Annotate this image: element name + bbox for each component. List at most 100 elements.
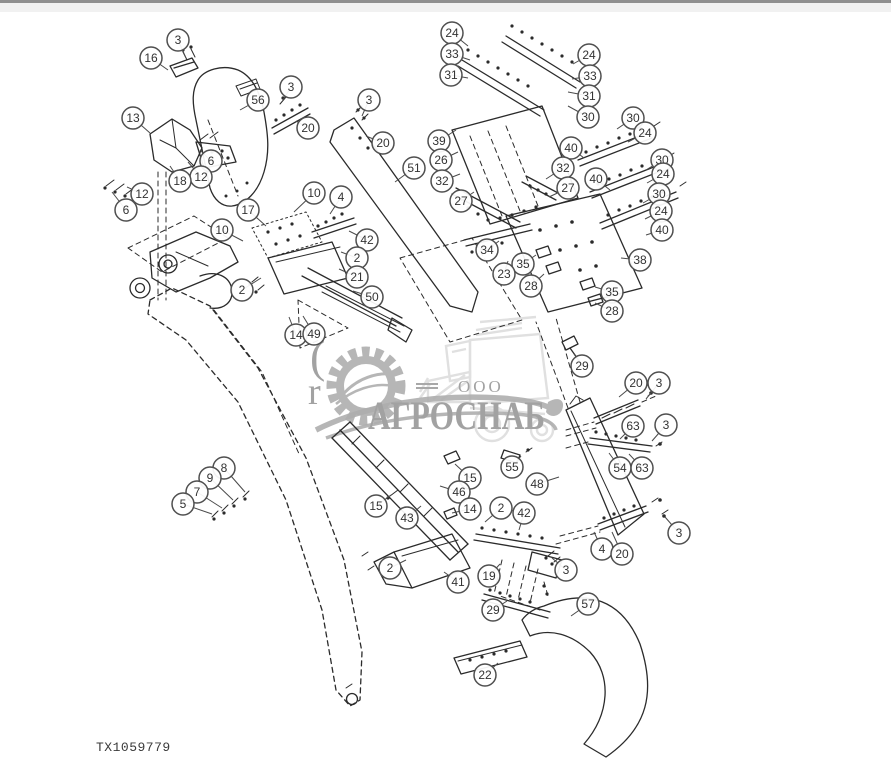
callout-40[interactable]: 40 — [559, 136, 585, 160]
svg-text:56: 56 — [251, 93, 265, 107]
svg-text:24: 24 — [582, 48, 596, 62]
svg-text:16: 16 — [144, 51, 158, 65]
callout-2[interactable]: 2 — [378, 556, 407, 580]
svg-text:19: 19 — [482, 569, 496, 583]
callout-20[interactable]: 20 — [295, 116, 320, 140]
callout-23[interactable]: 23 — [492, 260, 516, 286]
callout-32[interactable]: 32 — [545, 156, 575, 180]
svg-text:7: 7 — [194, 485, 201, 499]
callout-3[interactable]: 3 — [551, 557, 578, 582]
svg-text:40: 40 — [655, 223, 669, 237]
callout-12[interactable]: 12 — [187, 161, 213, 189]
svg-text:10: 10 — [307, 186, 321, 200]
callout-3[interactable]: 3 — [645, 371, 671, 400]
callout-18[interactable]: 18 — [168, 165, 192, 193]
svg-text:3: 3 — [366, 93, 373, 107]
callout-35[interactable]: 35 — [511, 252, 537, 276]
part-rail-54-63 — [565, 430, 663, 453]
svg-text:26: 26 — [434, 153, 448, 167]
callout-2[interactable]: 2 — [340, 246, 369, 270]
callout-21[interactable]: 21 — [338, 265, 369, 289]
callout-57[interactable]: 57 — [570, 592, 600, 617]
callout-20[interactable]: 20 — [610, 531, 634, 566]
callout-33[interactable]: 33 — [440, 42, 471, 66]
svg-text:2: 2 — [387, 561, 394, 575]
callout-49[interactable]: 49 — [302, 315, 326, 346]
svg-text:32: 32 — [556, 161, 570, 175]
callout-43[interactable]: 43 — [395, 505, 422, 530]
callout-14[interactable]: 14 — [284, 316, 308, 347]
callout-29[interactable]: 29 — [481, 598, 508, 622]
callout-27[interactable]: 27 — [548, 176, 580, 200]
callout-40[interactable]: 40 — [584, 167, 611, 191]
callout-3[interactable]: 3 — [651, 413, 678, 442]
callout-33[interactable]: 33 — [571, 64, 602, 88]
callout-15[interactable]: 15 — [364, 494, 392, 518]
callout-13[interactable]: 13 — [121, 106, 151, 134]
callout-2[interactable]: 2 — [484, 496, 513, 523]
svg-text:33: 33 — [583, 69, 597, 83]
callout-31[interactable]: 31 — [439, 63, 469, 87]
callout-63[interactable]: 63 — [628, 453, 654, 480]
svg-text:12: 12 — [135, 187, 149, 201]
callout-29[interactable]: 29 — [570, 353, 594, 378]
callout-50[interactable]: 50 — [352, 285, 384, 309]
callout-20[interactable]: 20 — [365, 131, 395, 155]
watermark-partial-glyph-2: r — [308, 371, 321, 413]
callout-20[interactable]: 20 — [618, 371, 648, 398]
callout-26[interactable]: 26 — [429, 148, 459, 172]
callout-4[interactable]: 4 — [590, 531, 614, 561]
callout-48[interactable]: 48 — [525, 472, 560, 496]
callout-28[interactable]: 28 — [519, 273, 545, 298]
callout-54[interactable]: 54 — [608, 452, 632, 480]
callout-24[interactable]: 24 — [572, 43, 601, 67]
callout-42[interactable]: 42 — [512, 501, 536, 531]
callout-55[interactable]: 55 — [500, 455, 524, 479]
part-rail-4-20 — [555, 497, 669, 545]
callout-19[interactable]: 19 — [477, 563, 501, 588]
callout-16[interactable]: 16 — [139, 46, 169, 71]
callout-28[interactable]: 28 — [594, 299, 624, 323]
callout-6[interactable]: 6 — [111, 191, 138, 222]
callout-41[interactable]: 41 — [443, 570, 470, 594]
callout-10[interactable]: 10 — [293, 181, 326, 213]
svg-text:51: 51 — [407, 161, 421, 175]
callout-32[interactable]: 32 — [430, 169, 461, 193]
callout-30[interactable]: 30 — [567, 105, 600, 129]
callout-39[interactable]: 39 — [427, 129, 457, 153]
callout-17[interactable]: 17 — [236, 198, 267, 227]
svg-text:2: 2 — [498, 501, 505, 515]
callout-3[interactable]: 3 — [664, 516, 691, 545]
callout-3[interactable]: 3 — [279, 75, 303, 101]
callout-layer: 3165632013612181263205124333124333130392… — [111, 21, 691, 687]
callout-2[interactable]: 2 — [230, 277, 262, 302]
callout-10[interactable]: 10 — [210, 218, 244, 242]
callout-63[interactable]: 63 — [619, 414, 645, 440]
callout-3[interactable]: 3 — [357, 88, 381, 117]
boom-arm-phantom — [147, 287, 363, 707]
callout-31[interactable]: 31 — [567, 84, 601, 108]
callout-24[interactable]: 24 — [627, 121, 657, 145]
callout-46[interactable]: 46 — [439, 480, 471, 504]
callout-27[interactable]: 27 — [449, 189, 475, 213]
part-bracket-13 — [149, 118, 237, 173]
part-clip-28-a — [545, 261, 562, 275]
watermark-org-divider — [416, 383, 438, 389]
callout-34[interactable]: 34 — [475, 238, 500, 262]
callout-4[interactable]: 4 — [329, 185, 353, 215]
callout-40[interactable]: 40 — [645, 218, 674, 242]
svg-text:55: 55 — [505, 460, 519, 474]
part-rail-31-right — [501, 24, 581, 89]
callout-42[interactable]: 42 — [348, 228, 379, 252]
callout-38[interactable]: 38 — [620, 248, 652, 272]
callout-24[interactable]: 24 — [644, 199, 673, 223]
callout-5[interactable]: 5 — [171, 492, 213, 516]
callout-22[interactable]: 22 — [473, 662, 499, 687]
callout-24[interactable]: 24 — [440, 21, 469, 47]
callout-12[interactable]: 12 — [126, 182, 154, 206]
callout-51[interactable]: 51 — [394, 156, 426, 183]
callout-3[interactable]: 3 — [166, 28, 190, 59]
callout-14[interactable]: 14 — [451, 497, 482, 521]
callout-56[interactable]: 56 — [239, 88, 270, 112]
